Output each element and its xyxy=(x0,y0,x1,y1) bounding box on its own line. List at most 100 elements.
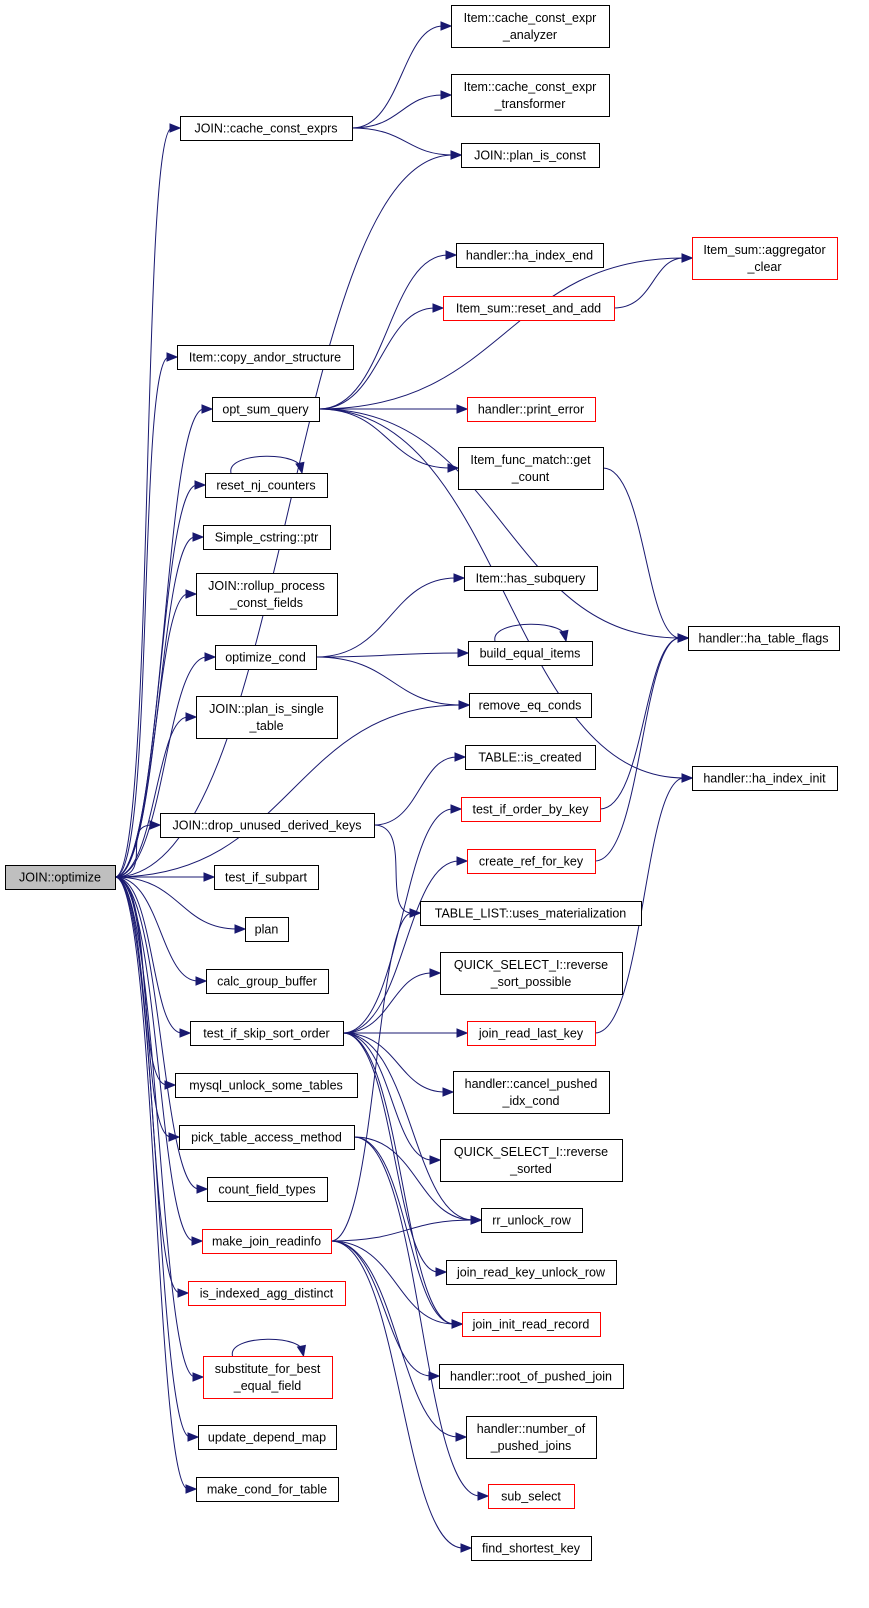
node-join-plan-is-const[interactable]: JOIN::plan_is_const xyxy=(461,143,600,168)
edge-line xyxy=(318,254,449,410)
node-item-copy-andor-structure[interactable]: Item::copy_andor_structure xyxy=(177,345,354,370)
arrowhead xyxy=(681,253,694,263)
node-handler-number-of-pushed-joins[interactable]: handler::number_of_pushed_joins xyxy=(466,1416,597,1459)
node-table-is-created[interactable]: TABLE::is_created xyxy=(465,745,596,770)
node-item-sum-reset-and-add[interactable]: Item_sum::reset_and_add xyxy=(443,296,615,321)
arrowhead xyxy=(440,90,453,100)
edge-line xyxy=(351,94,444,129)
node-mysql-unlock-some-tables[interactable]: mysql_unlock_some_tables xyxy=(175,1073,358,1098)
edge-join-optimize-to-update-depend-map xyxy=(114,876,200,1442)
node-label: handler::ha_index_init xyxy=(703,772,826,786)
edge-join-optimize-to-join-plan-is-const xyxy=(114,150,463,878)
edge-line xyxy=(353,1136,481,1497)
node-item-func-match-get-count[interactable]: Item_func_match::get_count xyxy=(458,447,604,490)
node-box xyxy=(446,1260,617,1285)
node-optimize-cond[interactable]: optimize_cond xyxy=(215,645,317,670)
node-label: TABLE_LIST::uses_materialization xyxy=(435,907,627,921)
node-join-cache-const-exprs[interactable]: JOIN::cache_const_exprs xyxy=(180,116,353,141)
node-substitute-for-best-equal-field[interactable]: substitute_for_best_equal_field xyxy=(203,1356,333,1399)
arrowhead xyxy=(432,303,445,313)
edge-line xyxy=(353,1136,474,1221)
edge-optimize-cond-to-remove-eq-conds xyxy=(315,656,471,710)
node-make-cond-for-table[interactable]: make_cond_for_table xyxy=(196,1477,339,1502)
edge-line xyxy=(315,577,457,658)
node-box xyxy=(175,1073,358,1098)
edge-line xyxy=(114,876,199,982)
edge-opt-sum-query-to-handler-print-error xyxy=(319,404,469,414)
node-item-has-subquery[interactable]: Item::has_subquery xyxy=(464,566,598,591)
edge-join-optimize-to-test-if-subpart xyxy=(114,872,216,882)
node-calc-group-buffer[interactable]: calc_group_buffer xyxy=(206,969,329,994)
node-quick-select-i-reverse-sort-possible[interactable]: QUICK_SELECT_I::reverse_sort_possible xyxy=(440,952,623,995)
node-rr-unlock-row[interactable]: rr_unlock_row xyxy=(481,1208,583,1233)
node-count-field-types[interactable]: count_field_types xyxy=(207,1177,328,1202)
edge-line xyxy=(613,257,685,309)
node-join-drop-unused-derived-keys[interactable]: JOIN::drop_unused_derived_keys xyxy=(160,813,375,838)
edge-line xyxy=(114,876,191,1438)
node-label: Item_sum::reset_and_add xyxy=(456,302,601,316)
arrowhead xyxy=(149,820,162,830)
arrowhead xyxy=(192,532,205,542)
node-join-optimize[interactable]: JOIN::optimize xyxy=(5,865,116,890)
node-simple-cstring-ptr[interactable]: Simple_cstring::ptr xyxy=(203,525,331,550)
node-table-list-uses-materialization[interactable]: TABLE_LIST::uses_materialization xyxy=(420,901,642,926)
node-label: make_join_readinfo xyxy=(212,1235,321,1249)
node-reset-nj-counters[interactable]: reset_nj_counters xyxy=(205,473,328,498)
node-box xyxy=(214,865,319,890)
edge-line xyxy=(353,1136,455,1325)
arrowhead xyxy=(442,1087,455,1097)
node-join-plan-is-single-table[interactable]: JOIN::plan_is_single_table xyxy=(196,696,338,739)
edge-line xyxy=(330,912,413,1242)
node-label: mysql_unlock_some_tables xyxy=(189,1079,343,1093)
node-opt-sum-query[interactable]: opt_sum_query xyxy=(212,397,320,422)
node-handler-ha-index-end[interactable]: handler::ha_index_end xyxy=(456,243,604,268)
arrowhead xyxy=(429,968,442,978)
edge-line xyxy=(318,307,436,410)
node-pick-table-access-method[interactable]: pick_table_access_method xyxy=(179,1125,355,1150)
node-quick-select-i-reverse-sorted[interactable]: QUICK_SELECT_I::reverse_sorted xyxy=(440,1139,623,1182)
node-test-if-subpart[interactable]: test_if_subpart xyxy=(214,865,319,890)
node-label: test_if_order_by_key xyxy=(472,803,589,817)
node-join-read-key-unlock-row[interactable]: join_read_key_unlock_row xyxy=(446,1260,617,1285)
node-label: join_init_read_record xyxy=(472,1318,590,1332)
node-test-if-skip-sort-order[interactable]: test_if_skip_sort_order xyxy=(190,1021,344,1046)
node-label: QUICK_SELECT_I::reverse xyxy=(454,958,608,972)
node-handler-print-error[interactable]: handler::print_error xyxy=(467,397,596,422)
node-join-rollup-process-const-fields[interactable]: JOIN::rollup_process_const_fields xyxy=(196,573,338,616)
node-build-equal-items[interactable]: build_equal_items xyxy=(468,641,593,666)
node-sub-select[interactable]: sub_select xyxy=(488,1484,575,1509)
node-find-shortest-key[interactable]: find_shortest_key xyxy=(471,1536,592,1561)
node-remove-eq-conds[interactable]: remove_eq_conds xyxy=(469,693,592,718)
edge-make-join-readinfo-to-table-list-uses-materialization xyxy=(330,908,422,1242)
node-handler-cancel-pushed-idx-cond[interactable]: handler::cancel_pushed_idx_cond xyxy=(453,1071,610,1114)
node-join-init-read-record[interactable]: join_init_read_record xyxy=(462,1312,601,1337)
node-box xyxy=(468,641,593,666)
edge-line xyxy=(114,876,196,1378)
arrowhead xyxy=(455,1432,468,1442)
node-create-ref-for-key[interactable]: create_ref_for_key xyxy=(467,849,596,874)
node-box xyxy=(207,1177,328,1202)
node-is-indexed-agg-distinct[interactable]: is_indexed_agg_distinct xyxy=(188,1281,346,1306)
edge-join-optimize-to-join-cache-const-exprs xyxy=(114,123,182,878)
node-item-sum-aggregator-clear[interactable]: Item_sum::aggregator_clear xyxy=(692,237,838,280)
node-box xyxy=(461,797,601,822)
edge-make-join-readinfo-to-rr-unlock-row xyxy=(330,1215,483,1242)
arrowhead xyxy=(450,150,463,160)
node-plan[interactable]: plan xyxy=(245,917,289,942)
node-box xyxy=(190,1021,344,1046)
node-box xyxy=(688,626,840,651)
node-make-join-readinfo[interactable]: make_join_readinfo xyxy=(202,1229,332,1254)
node-join-read-last-key[interactable]: join_read_last_key xyxy=(467,1021,596,1046)
node-item-cache-const-expr-transformer[interactable]: Item::cache_const_expr_transformer xyxy=(451,74,610,117)
node-handler-ha-table-flags[interactable]: handler::ha_table_flags xyxy=(688,626,840,651)
node-item-cache-const-expr-analyzer[interactable]: Item::cache_const_expr_analyzer xyxy=(451,5,610,48)
node-update-depend-map[interactable]: update_depend_map xyxy=(198,1425,337,1450)
node-label: _analyzer xyxy=(502,28,557,42)
node-label: join_read_key_unlock_row xyxy=(456,1266,606,1280)
edge-line xyxy=(342,1032,455,1325)
node-handler-root-of-pushed-join[interactable]: handler::root_of_pushed_join xyxy=(439,1364,624,1389)
node-test-if-order-by-key[interactable]: test_if_order_by_key xyxy=(461,797,601,822)
node-label: _table xyxy=(248,719,283,733)
node-handler-ha-index-init[interactable]: handler::ha_index_init xyxy=(692,766,838,791)
